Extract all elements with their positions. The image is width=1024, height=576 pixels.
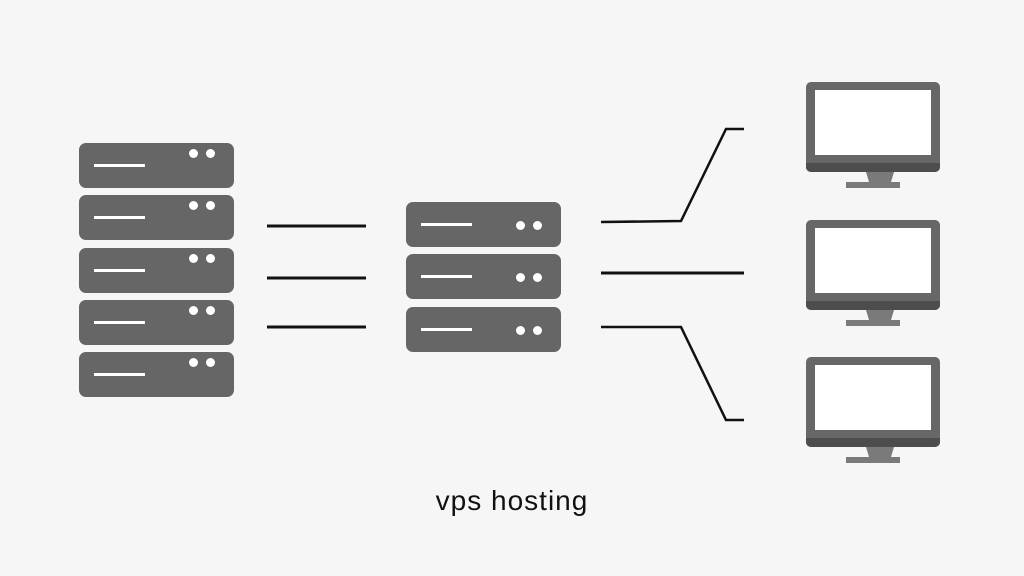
drive-slot: [94, 216, 145, 219]
monitor-screen: [815, 228, 931, 293]
monitor-base: [846, 457, 900, 463]
server-unit: [79, 143, 234, 188]
server-unit: [406, 307, 561, 352]
monitor-chin: [806, 301, 940, 310]
drive-slot: [421, 275, 472, 278]
server-unit: [79, 195, 234, 240]
monitor-stand: [866, 310, 894, 320]
led-icon: [533, 221, 542, 230]
led-icon: [206, 358, 215, 367]
connector-right-bottom: [601, 325, 744, 422]
monitor-chin: [806, 163, 940, 172]
monitor-frame: [806, 82, 940, 172]
led-icon: [516, 326, 525, 335]
server-unit: [79, 300, 234, 345]
monitor-base: [846, 182, 900, 188]
monitor-screen: [815, 90, 931, 155]
server-unit: [79, 248, 234, 293]
led-icon: [533, 326, 542, 335]
led-icon: [206, 201, 215, 210]
monitor-screen: [815, 365, 931, 430]
drive-slot: [421, 223, 472, 226]
led-icon: [533, 273, 542, 282]
led-icon: [189, 306, 198, 315]
monitor-frame: [806, 357, 940, 447]
monitor-stand: [866, 172, 894, 182]
connector-right-top: [600, 127, 744, 224]
server-unit: [406, 254, 561, 299]
monitor-frame: [806, 220, 940, 310]
drive-slot: [421, 328, 472, 331]
server-unit: [406, 202, 561, 247]
led-icon: [516, 221, 525, 230]
drive-slot: [94, 269, 145, 272]
led-icon: [189, 254, 198, 263]
monitor-chin: [806, 438, 940, 447]
client-monitor-icon: [806, 357, 940, 465]
led-icon: [189, 201, 198, 210]
client-monitor-icon: [806, 82, 940, 190]
drive-slot: [94, 373, 145, 376]
led-icon: [516, 273, 525, 282]
client-monitor-icon: [806, 220, 940, 328]
diagram-caption: vps hosting: [435, 485, 589, 516]
led-icon: [206, 254, 215, 263]
drive-slot: [94, 321, 145, 324]
drive-slot: [94, 164, 145, 167]
led-icon: [189, 358, 198, 367]
led-icon: [206, 306, 215, 315]
monitor-stand: [866, 447, 894, 457]
led-icon: [189, 149, 198, 158]
server-unit: [79, 352, 234, 397]
led-icon: [206, 149, 215, 158]
monitor-base: [846, 320, 900, 326]
